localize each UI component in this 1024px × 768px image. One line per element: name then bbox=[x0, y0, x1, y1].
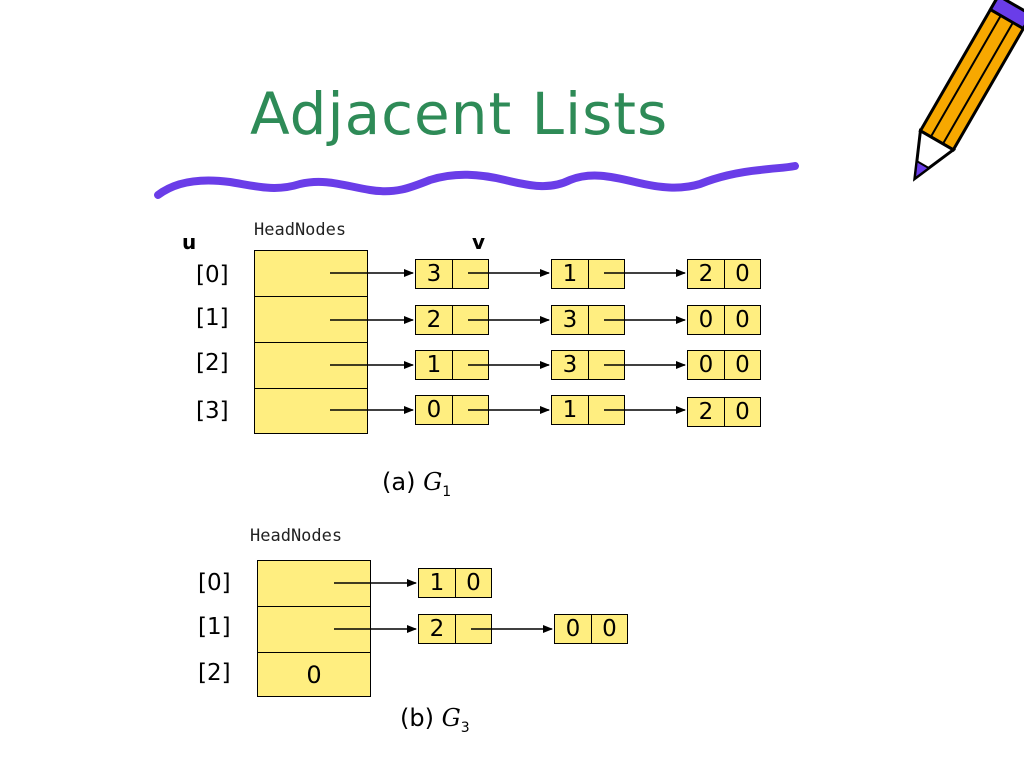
node-vertex: 0 bbox=[698, 352, 714, 378]
g1-headnodes-label: HeadNodes bbox=[254, 220, 347, 240]
node-vertex: 2 bbox=[429, 616, 445, 642]
g1-node-2-0: 1 bbox=[415, 350, 489, 380]
caption-var: G bbox=[423, 468, 443, 496]
node-link bbox=[588, 351, 624, 379]
g3-index-2: [2] bbox=[198, 660, 231, 686]
g3-index-0: [0] bbox=[198, 570, 231, 596]
g3-index-1: [1] bbox=[198, 614, 231, 640]
node-vertex: 1 bbox=[562, 261, 578, 287]
node-vertex: 0 bbox=[426, 397, 442, 423]
g1-caption: (a) G1 bbox=[382, 468, 451, 500]
node-link: 0 bbox=[455, 569, 491, 597]
g3-headnodes-label: HeadNodes bbox=[250, 526, 343, 546]
node-link bbox=[588, 306, 624, 334]
g1-index-1: [1] bbox=[196, 305, 229, 331]
node-vertex: 3 bbox=[562, 307, 578, 333]
node-vertex: 1 bbox=[426, 352, 442, 378]
node-link bbox=[455, 615, 491, 643]
node-link: 0 bbox=[724, 398, 760, 426]
node-link: 0 bbox=[591, 615, 627, 643]
g1-index-2: [2] bbox=[196, 350, 229, 376]
g1-v-label: v bbox=[472, 230, 486, 254]
node-vertex: 1 bbox=[562, 397, 578, 423]
node-link bbox=[588, 260, 624, 288]
g3-head-cell-2: 0 bbox=[257, 652, 371, 697]
g1-node-0-1: 1 bbox=[551, 259, 625, 289]
g1-head-cell-3 bbox=[254, 388, 368, 434]
caption-sub: 3 bbox=[460, 719, 470, 736]
node-vertex: 3 bbox=[562, 352, 578, 378]
node-link: 0 bbox=[724, 351, 760, 379]
node-vertex: 0 bbox=[565, 616, 581, 642]
node-link bbox=[452, 351, 488, 379]
node-vertex: 2 bbox=[426, 307, 442, 333]
pencil-icon bbox=[912, 0, 1024, 182]
node-vertex: 0 bbox=[698, 307, 714, 333]
node-link bbox=[452, 260, 488, 288]
g1-u-label: u bbox=[182, 230, 197, 254]
g1-index-0: [0] bbox=[196, 262, 229, 288]
node-link bbox=[452, 396, 488, 424]
caption-sub: 1 bbox=[442, 483, 452, 500]
node-vertex: 1 bbox=[429, 570, 445, 596]
node-vertex: 3 bbox=[426, 261, 442, 287]
slide-title: Adjacent Lists bbox=[250, 80, 669, 148]
node-link bbox=[452, 306, 488, 334]
g1-index-3: [3] bbox=[196, 398, 229, 424]
node-link bbox=[588, 396, 624, 424]
g3-caption: (b) G3 bbox=[400, 704, 470, 736]
node-link: 0 bbox=[724, 260, 760, 288]
node-vertex: 2 bbox=[698, 261, 714, 287]
node-link: 0 bbox=[724, 306, 760, 334]
node-vertex: 2 bbox=[698, 399, 714, 425]
caption-prefix: (b) bbox=[400, 704, 434, 732]
caption-var: G bbox=[441, 704, 461, 732]
g1-node-0-0: 3 bbox=[415, 259, 489, 289]
caption-prefix: (a) bbox=[382, 468, 416, 496]
